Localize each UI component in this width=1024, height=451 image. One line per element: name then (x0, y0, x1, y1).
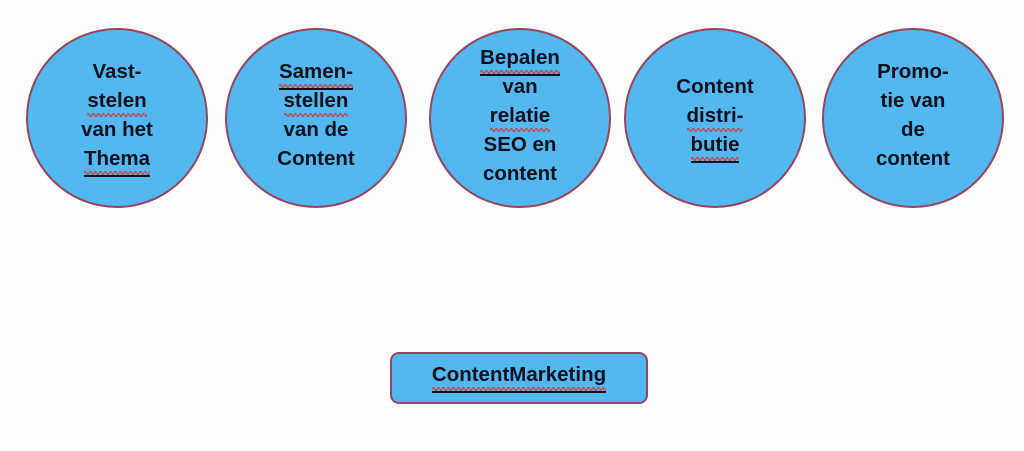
circle-text-word: Bepalen (480, 46, 560, 76)
circle-text-line: Thema (83, 147, 151, 177)
circle-text-word: distri- (687, 104, 744, 132)
circle-text-line: Samen- (278, 60, 354, 90)
circle-text-word: stellen (284, 89, 349, 117)
circle-text-word: stelen (87, 89, 146, 117)
circle-text-line: Promo- (877, 60, 949, 89)
circle-text-word: Content (676, 74, 754, 98)
circle-text-word: content (875, 147, 951, 170)
circle-text-line: Content (676, 75, 753, 104)
circle-text-line: stellen (284, 89, 349, 118)
circle-text-word: Samen- (278, 60, 354, 90)
circle-text-word: van (502, 74, 538, 98)
circle-text-line: Vast- (93, 60, 142, 89)
circle-text-word: SEO en (483, 132, 557, 156)
circle-text-line: stelen (87, 89, 146, 118)
circle-text-word: van de (283, 118, 349, 141)
content-marketing-box: ContentMarketing (390, 352, 648, 404)
circle-text-line: van de (284, 118, 349, 147)
circle-text-line: van het (81, 118, 153, 147)
circle-text-word: content (482, 161, 558, 185)
circle-promotie-van-de-content: Promo-tie van de content (822, 28, 1004, 208)
circle-text-line: distri- (687, 104, 744, 133)
circle-text-line: relatie (490, 104, 550, 133)
circle-text-word: Thema (83, 147, 151, 177)
circle-text-line: tie van (881, 89, 946, 118)
circle-text-word: Content (277, 147, 355, 170)
circle-text-line: Content (277, 147, 354, 176)
circle-text-line: content (876, 147, 950, 176)
circle-content-distributie: Content distri-butie (624, 28, 806, 208)
circle-text-word: Vast- (92, 60, 142, 83)
circle-text-line: butie (690, 133, 740, 163)
circle-text-line: de (901, 118, 925, 147)
circle-text-line: SEO en (484, 133, 557, 162)
circle-text-line: Bepalen (480, 46, 560, 76)
circle-text-word: tie van (880, 89, 946, 112)
circle-text-word: de (901, 118, 925, 141)
circle-text-line: content (483, 162, 557, 191)
circle-text-word: butie (690, 133, 740, 163)
content-marketing-label: ContentMarketing (431, 363, 607, 393)
circle-text-word: relatie (490, 104, 550, 132)
circle-text-word: Promo- (877, 60, 949, 83)
circle-text-line: van (502, 75, 537, 104)
circle-text-word: van het (81, 118, 153, 141)
